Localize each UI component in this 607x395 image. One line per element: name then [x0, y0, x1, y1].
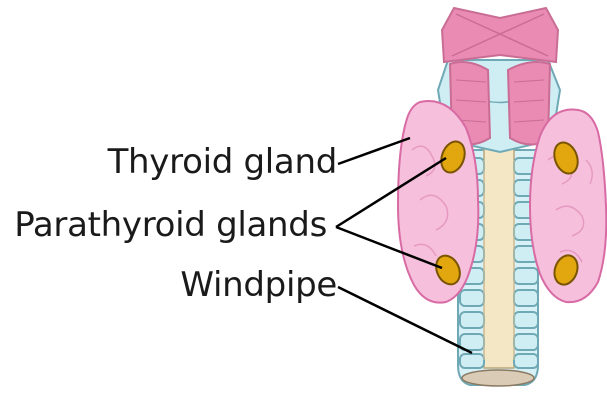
windpipe-label: Windpipe: [180, 268, 337, 302]
parathyroid-glands-label: Parathyroid glands: [14, 208, 327, 242]
thyroid-gland-label: Thyroid gland: [108, 145, 337, 179]
